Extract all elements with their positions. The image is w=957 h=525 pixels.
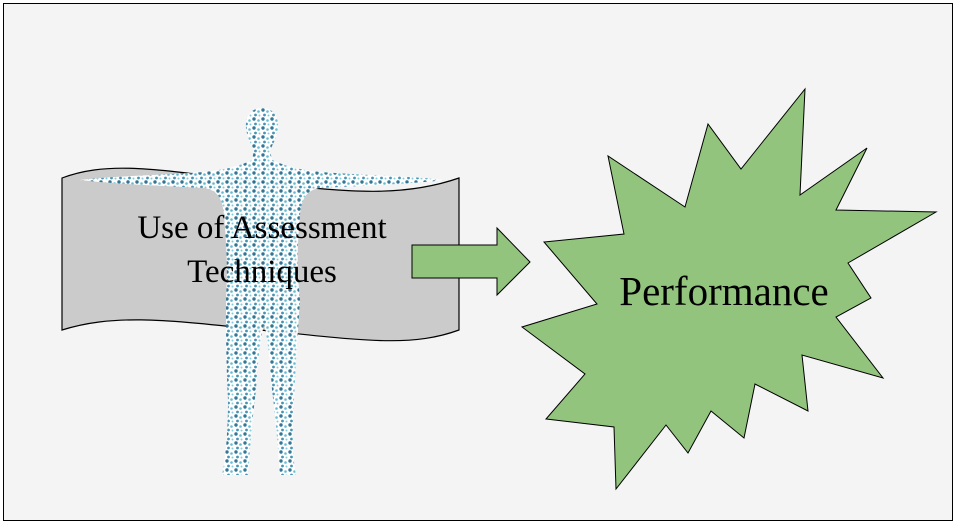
human-figure-icon [80, 108, 445, 475]
output-label: Performance [619, 268, 829, 314]
input-label-line2: Techniques [187, 254, 337, 290]
performance-starburst [520, 87, 938, 491]
input-label-line1: Use of Assessment [137, 210, 387, 246]
arrow-icon [411, 226, 531, 297]
